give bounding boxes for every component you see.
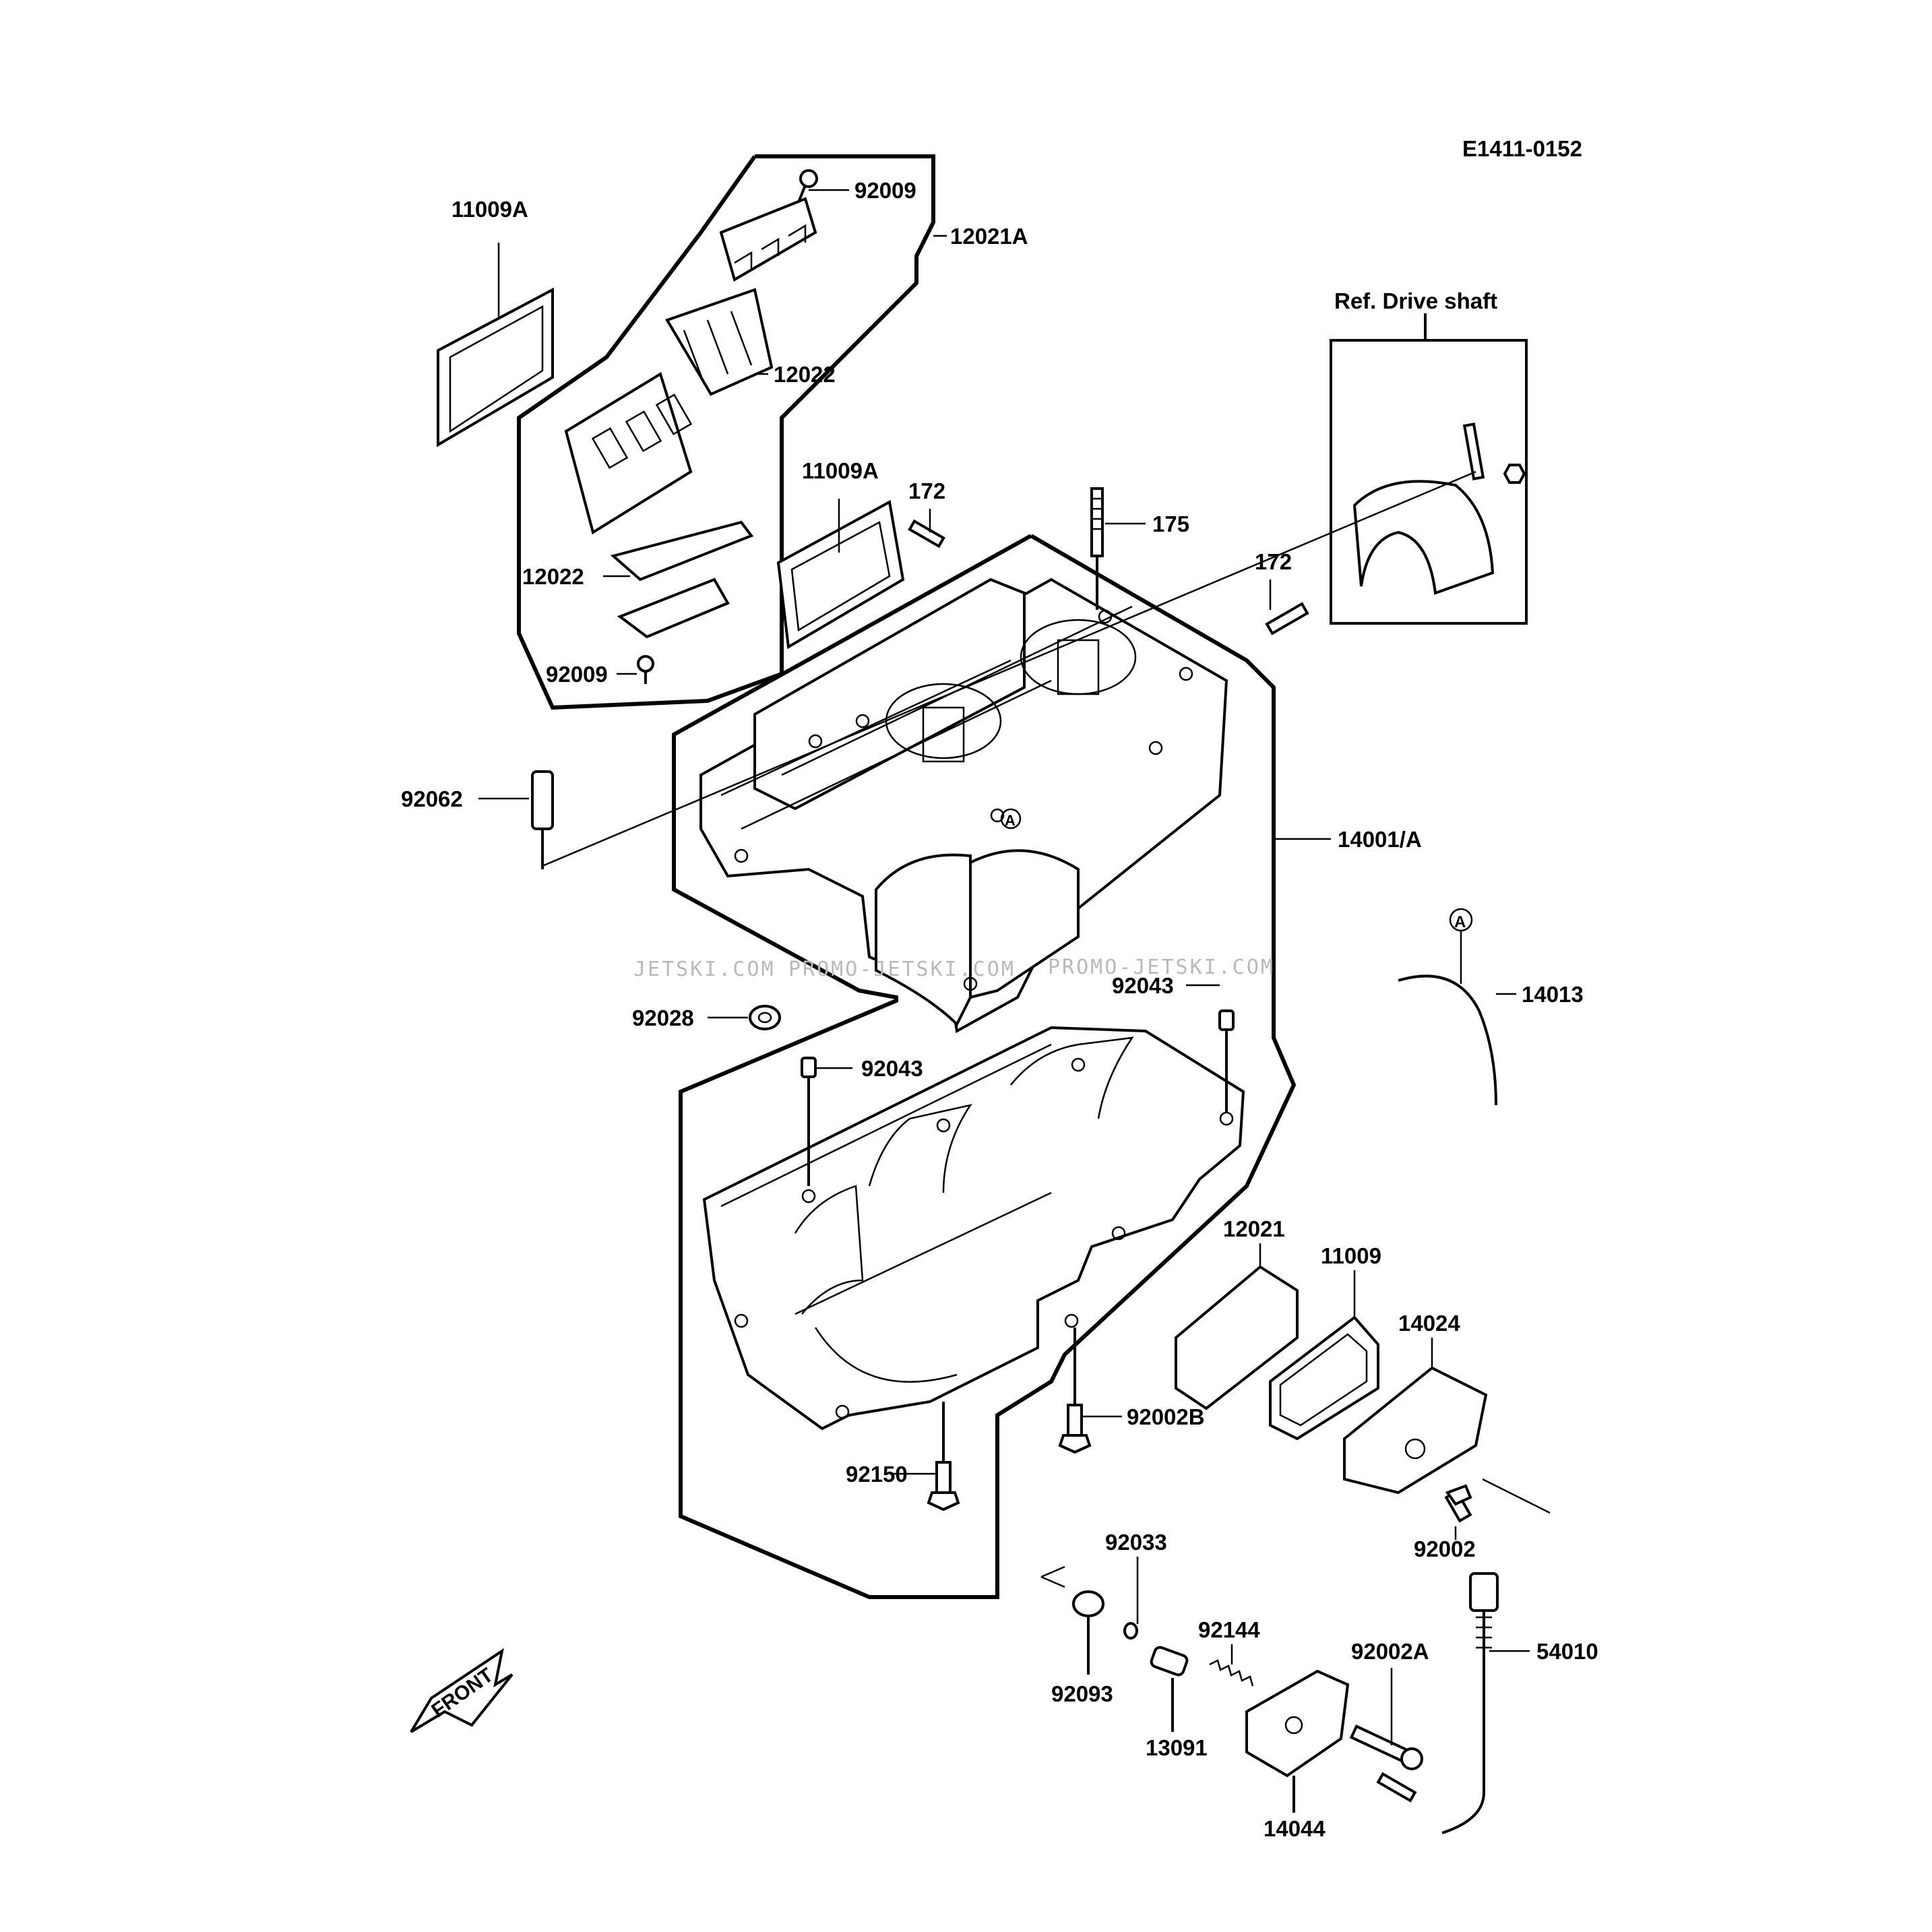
label-92043-left: 92043 <box>861 1056 923 1081</box>
label-11009: 11009 <box>1321 1243 1381 1268</box>
dowel-92043-left <box>801 1057 817 1186</box>
reed-stopper-plate-2 <box>617 578 730 639</box>
label-92144: 92144 <box>1198 1617 1260 1642</box>
stud-172-right <box>1265 602 1309 635</box>
bushing-92028 <box>749 1005 781 1030</box>
reed-valve-block <box>564 371 693 535</box>
label-12022-bottom: 12022 <box>522 564 584 589</box>
label-11009a-left: 11009A <box>451 197 528 222</box>
label-11009a-mid: 11009A <box>802 458 879 483</box>
label-14044: 14044 <box>1264 1816 1326 1841</box>
dowel-92043-right <box>1218 1009 1235 1112</box>
dowel-92062 <box>531 770 554 869</box>
bolt-92002b <box>1058 1328 1092 1454</box>
reed-valve-group-outline <box>517 154 935 710</box>
drive-shaft-ref-box <box>1330 339 1528 625</box>
watermark-3: PROMO-JETSKI.COM <box>1048 956 1275 979</box>
label-12021: 12021 <box>1223 1216 1285 1241</box>
o-ring-92033 <box>1123 1622 1138 1640</box>
label-175: 175 <box>1152 511 1189 536</box>
label-92043-right: 92043 <box>1112 973 1174 998</box>
assembly-arrow-right <box>1482 1478 1551 1514</box>
label-92002a: 92002A <box>1351 1639 1429 1664</box>
label-14001a: 14001/A <box>1338 827 1422 852</box>
seal-ring-14013 <box>1398 974 1497 1106</box>
bushing-92093 <box>1072 1590 1104 1675</box>
label-92002b: 92002B <box>1127 1404 1205 1429</box>
label-14013: 14013 <box>1522 982 1584 1007</box>
oil-line-pin <box>1376 1772 1417 1803</box>
oil-pump-cover-14044 <box>1245 1669 1350 1813</box>
gasket-11009a-left <box>437 287 554 447</box>
label-92009-bottom: 92009 <box>546 662 608 687</box>
label-12022-top: 12022 <box>774 362 836 387</box>
stud-175 <box>1090 487 1104 610</box>
bolt-92150 <box>927 1402 960 1512</box>
spring-92144 <box>1209 1659 1254 1687</box>
reed-petal-12022-top <box>719 197 817 282</box>
plunger-13091 <box>1150 1646 1189 1732</box>
reed-stopper-plate-1 <box>610 520 754 582</box>
ref-code: E1411-0152 <box>1462 136 1582 161</box>
label-92009-top: 92009 <box>854 178 916 203</box>
lower-crankcase <box>702 1026 1245 1431</box>
drive-shaft-bearing-housing <box>1352 423 1526 595</box>
label-92093: 92093 <box>1051 1681 1113 1706</box>
stud-172-left <box>908 519 945 549</box>
label-92028: 92028 <box>632 1005 694 1030</box>
label-14024: 14024 <box>1398 1311 1460 1336</box>
drive-shaft-ref-label: Ref. Drive shaft <box>1334 288 1497 313</box>
callout-a-crankcase: A <box>1000 808 1022 830</box>
front-direction-arrow: FRONT <box>410 1648 513 1733</box>
screw-92009-top <box>797 169 818 203</box>
callout-a-seal: A <box>1449 908 1473 984</box>
bolt-92002 <box>1444 1484 1472 1523</box>
label-54010: 54010 <box>1536 1639 1598 1664</box>
label-172-right: 172 <box>1255 549 1292 574</box>
svg-text:A: A <box>1005 812 1016 829</box>
reed-petal-12022-mid <box>665 288 774 396</box>
screw-92009-bottom <box>637 655 654 684</box>
assembly-arrow-left <box>1040 1565 1065 1588</box>
svg-text:A: A <box>1454 913 1466 931</box>
bolt-92002a <box>1349 1724 1423 1770</box>
crankcase-group-outline <box>672 534 1297 1599</box>
label-12021a: 12021A <box>950 224 1028 249</box>
leader-lines <box>478 189 1530 1745</box>
label-92062: 92062 <box>401 786 463 811</box>
label-13091: 13091 <box>1146 1735 1208 1760</box>
oil-line-54010 <box>1441 1572 1499 1834</box>
watermark-2: PROMO-JETSKI.COM <box>788 958 1016 981</box>
label-92002: 92002 <box>1414 1536 1476 1561</box>
part-labels: 92009 12021A 11009A 12022 11009A 172 175… <box>401 178 1598 1841</box>
watermark-1: JETSKI.COM <box>633 958 776 981</box>
label-172-left: 172 <box>908 478 945 503</box>
label-92033: 92033 <box>1105 1530 1167 1555</box>
label-92150: 92150 <box>846 1462 908 1487</box>
upper-crankcase <box>699 578 1228 1034</box>
gasket-11009a-mid <box>776 499 905 650</box>
assembly-axis-line <box>542 470 1476 867</box>
